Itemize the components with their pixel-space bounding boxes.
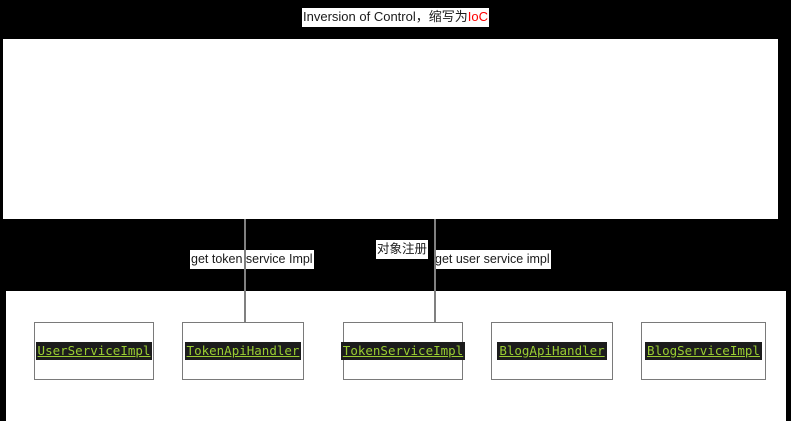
page-title: Inversion of Control，缩写为IoC xyxy=(302,8,489,27)
component-box-token-service-impl[interactable]: TokenServiceImpl xyxy=(340,322,466,380)
component-label: BlogServiceImpl xyxy=(645,342,762,360)
title-bar: Inversion of Control，缩写为IoC xyxy=(0,0,791,38)
component-box-blog-service-impl[interactable]: BlogServiceImpl xyxy=(641,322,766,380)
component-label: TokenApiHandler xyxy=(184,342,302,360)
edge-label-get-token-service: get token service Impl xyxy=(190,250,314,269)
edge-label-object-register: 对象注册 xyxy=(376,240,429,259)
connector-line-user xyxy=(434,219,436,323)
page-title-main: Inversion of Control，缩写为 xyxy=(303,9,468,24)
connector-line-token xyxy=(244,219,246,323)
component-box-user-service-impl[interactable]: UserServiceImpl xyxy=(34,322,154,380)
component-box-token-api-handler[interactable]: TokenApiHandler xyxy=(182,322,304,380)
diagram-upper-canvas xyxy=(3,39,778,219)
component-label: BlogApiHandler xyxy=(497,342,607,360)
component-label: TokenServiceImpl xyxy=(340,342,466,360)
component-label: UserServiceImpl xyxy=(35,342,153,360)
page-title-accent: IoC xyxy=(467,9,488,24)
component-box-blog-api-handler[interactable]: BlogApiHandler xyxy=(491,322,613,380)
edge-label-get-user-service: get user service impl xyxy=(434,250,551,269)
